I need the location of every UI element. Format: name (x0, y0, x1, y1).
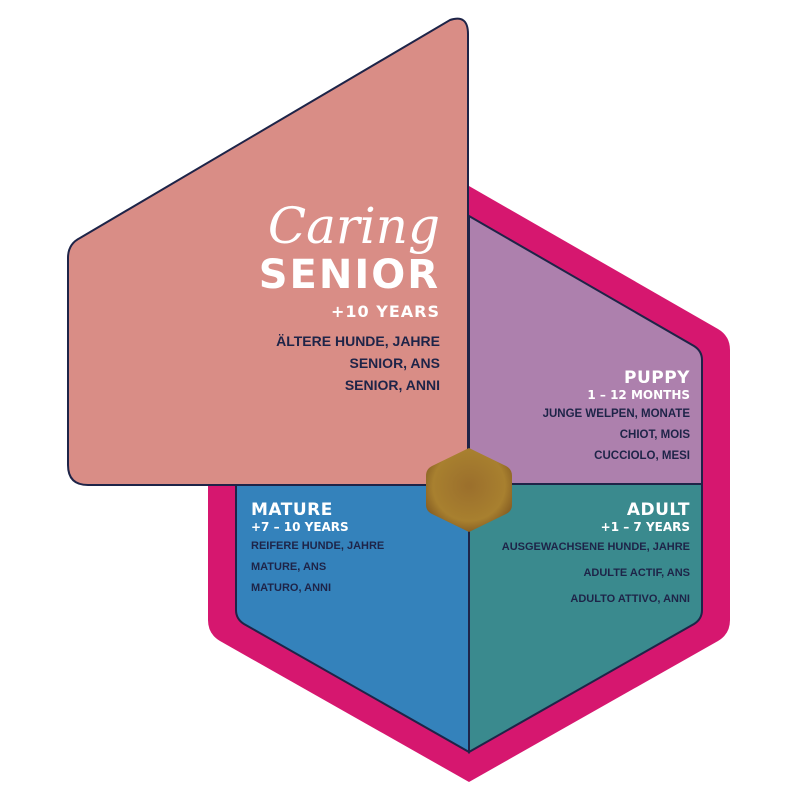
adult-translation-fr: ADULTE ACTIF, ANS (583, 567, 690, 579)
puppy-translation-fr: CHIOT, MOIS (619, 429, 690, 441)
senior-script-title: Caring (267, 197, 440, 255)
adult-age: +1 – 7 YEARS (600, 520, 690, 534)
senior-age: +10 YEARS (331, 302, 440, 321)
senior-translation-it: SENIOR, ANNI (344, 377, 440, 393)
puppy-translation-it: CUCCIOLO, MESI (594, 450, 690, 462)
mature-title: MATURE (251, 500, 333, 520)
mature-text-block: MATURE +7 – 10 YEARS REIFERE HUNDE, JAHR… (251, 500, 431, 599)
mature-translation-it: MATURO, ANNI (251, 582, 332, 594)
puppy-text-block: PUPPY 1 – 12 MONTHS JUNGE WELPEN, MONATE… (470, 368, 690, 467)
adult-title: ADULT (626, 500, 690, 520)
senior-translation-fr: SENIOR, ANS (349, 355, 441, 371)
senior-translations: ÄLTERE HUNDE, JAHRE SENIOR, ANS SENIOR, … (180, 330, 440, 396)
puppy-title: PUPPY (624, 368, 690, 388)
mature-translations: REIFERE HUNDE, JAHRE MATURE, ANS MATURO,… (251, 536, 431, 599)
mature-translation-de: REIFERE HUNDE, JAHRE (251, 540, 385, 552)
mature-segment (235, 483, 470, 754)
puppy-translation-de: JUNGE WELPEN, MONATE (542, 408, 690, 420)
senior-text-block: Caring SENIOR +10 YEARS ÄLTERE HUNDE, JA… (180, 198, 440, 396)
adult-translations: AUSGEWACHSENE HUNDE, JAHRE ADULTE ACTIF,… (430, 534, 690, 612)
adult-text-block: ADULT +1 – 7 YEARS AUSGEWACHSENE HUNDE, … (430, 500, 690, 612)
puppy-age: 1 – 12 MONTHS (587, 388, 690, 402)
senior-panel (67, 17, 469, 486)
senior-translation-de: ÄLTERE HUNDE, JAHRE (276, 333, 440, 349)
puppy-translations: JUNGE WELPEN, MONATE CHIOT, MOIS CUCCIOL… (470, 404, 690, 467)
mature-age: +7 – 10 YEARS (251, 520, 349, 534)
mature-translation-fr: MATURE, ANS (251, 561, 327, 573)
puppy-segment (468, 214, 703, 485)
kibble-icon (426, 448, 512, 532)
adult-translation-it: ADULTO ATTIVO, ANNI (570, 593, 690, 605)
adult-translation-de: AUSGEWACHSENE HUNDE, JAHRE (501, 541, 690, 553)
adult-segment (468, 483, 703, 754)
senior-title: SENIOR (258, 252, 440, 298)
